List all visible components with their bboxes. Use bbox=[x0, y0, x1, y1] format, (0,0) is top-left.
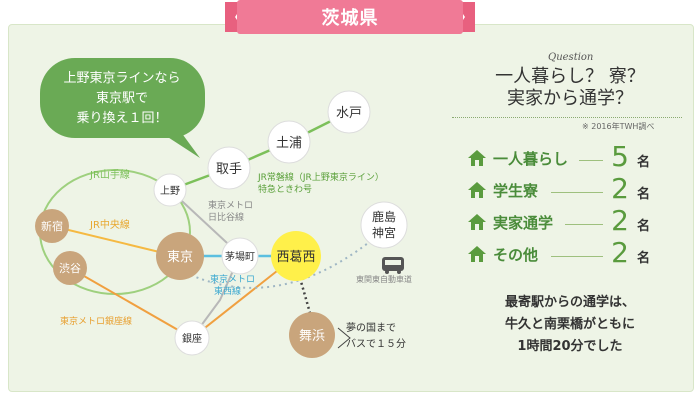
station-toride-label: 取手 bbox=[216, 162, 242, 177]
result-count: 2 bbox=[611, 236, 629, 269]
result-unit: 名 bbox=[637, 187, 651, 202]
station-mito bbox=[327, 90, 371, 134]
highway-label: 東関東自動車道 bbox=[356, 274, 412, 284]
result-row: 学生寮 2 名 bbox=[467, 172, 687, 205]
station-maihama bbox=[289, 312, 335, 358]
result-leader bbox=[551, 256, 603, 257]
result-label: 実家通学 bbox=[493, 214, 554, 232]
station-ueno bbox=[153, 173, 187, 207]
summary-line-1: 最寄駅からの通学は、 bbox=[504, 295, 635, 310]
station-nishikasai bbox=[271, 231, 321, 281]
station-kayabacho-label: 茅場町 bbox=[225, 250, 255, 263]
joban-label-1: JR常磐線（JR上野東京ライン） bbox=[257, 171, 384, 183]
summary-line-2: 牛久と南栗橋がともに bbox=[504, 317, 635, 332]
station-tsuchiura-label: 土浦 bbox=[276, 136, 302, 151]
route-map: 上野東京ラインなら 東京駅で 乗り換え１回！ 水戸 土浦 取手 上野 新宿 渋谷… bbox=[35, 58, 412, 358]
bubble-line-2: 東京駅で bbox=[96, 90, 148, 106]
result-label: その他 bbox=[493, 246, 539, 264]
bus-label-1: 夢の国まで bbox=[346, 321, 396, 334]
station-kayabacho bbox=[221, 237, 259, 275]
house-icon bbox=[468, 150, 486, 166]
summary-line-3: 1時間20分でした bbox=[517, 339, 623, 354]
station-toride bbox=[207, 146, 251, 190]
question-title-line-2: 実家から通学？ bbox=[507, 88, 633, 109]
house-icon bbox=[468, 214, 486, 230]
result-unit: 名 bbox=[637, 219, 651, 234]
result-leader bbox=[565, 224, 603, 225]
chuo-label: JR中央線 bbox=[89, 218, 130, 231]
result-count: 2 bbox=[611, 204, 629, 237]
survey-note: ※ 2016年TWH調べ bbox=[582, 122, 655, 131]
station-kashima-label-2: 神宮 bbox=[372, 225, 396, 240]
question-title: 一人暮らし？ 寮？ 実家から通学？ bbox=[470, 66, 670, 110]
question-title-line-1: 一人暮らし？ 寮？ bbox=[495, 66, 645, 87]
station-shinjuku-label: 新宿 bbox=[41, 219, 63, 233]
result-row: その他 2 名 bbox=[467, 236, 687, 269]
hibiya-line bbox=[169, 189, 242, 339]
tozai-label-1: 東京メトロ bbox=[210, 273, 255, 285]
hibiya-label-1: 東京メトロ bbox=[208, 199, 253, 211]
station-kashima-jingu bbox=[360, 201, 408, 249]
station-nishikasai-label: 西葛西 bbox=[276, 250, 315, 265]
station-ueno-label: 上野 bbox=[160, 185, 180, 197]
result-row: 実家通学 2 名 bbox=[467, 204, 687, 237]
station-shinjuku bbox=[35, 209, 69, 243]
result-unit: 名 bbox=[637, 251, 651, 266]
result-count: 5 bbox=[611, 140, 629, 173]
question-label: Question bbox=[548, 52, 594, 63]
divider bbox=[452, 117, 682, 118]
station-shibuya bbox=[53, 251, 87, 285]
prefecture-banner bbox=[225, 0, 475, 34]
station-tsuchiura bbox=[267, 120, 311, 164]
station-tokyo bbox=[156, 232, 204, 280]
station-tokyo-label: 東京 bbox=[167, 249, 193, 265]
result-count: 2 bbox=[611, 172, 629, 205]
joban-line bbox=[169, 110, 350, 192]
prefecture-title: 茨城県 bbox=[321, 8, 379, 29]
ginza-line-label: 東京メトロ銀座線 bbox=[60, 315, 132, 327]
bubble-line-1: 上野東京ラインなら bbox=[63, 70, 180, 86]
tozai-label-2: 東西線 bbox=[214, 285, 241, 297]
result-label: 学生寮 bbox=[493, 182, 539, 200]
station-ginza-label: 銀座 bbox=[182, 332, 202, 345]
yamanote-label: JR山手線 bbox=[89, 168, 130, 181]
station-shibuya-label: 渋谷 bbox=[59, 262, 81, 275]
station-mito-label: 水戸 bbox=[336, 106, 362, 121]
result-unit: 名 bbox=[637, 155, 651, 170]
commute-summary: 最寄駅からの通学は、 牛久と南栗橋がともに 1時間20分でした bbox=[455, 292, 685, 358]
bus-icon bbox=[382, 257, 404, 274]
result-leader bbox=[579, 160, 603, 161]
station-maihama-label: 舞浜 bbox=[299, 329, 325, 344]
result-label: 一人暮らし bbox=[493, 150, 569, 168]
joban-label-2: 特急ときわ号 bbox=[258, 183, 312, 195]
house-icon bbox=[468, 182, 486, 198]
callout-bubble bbox=[40, 58, 205, 158]
station-ginza bbox=[174, 320, 210, 356]
result-leader bbox=[551, 192, 603, 193]
bubble-line-3: 乗り換え１回！ bbox=[76, 111, 167, 126]
hibiya-label-2: 日比谷線 bbox=[208, 211, 244, 223]
result-row: 一人暮らし 5 名 bbox=[467, 140, 687, 173]
house-icon bbox=[468, 246, 486, 262]
bus-label-2: バスで１５分 bbox=[346, 338, 406, 350]
station-kashima-label-1: 鹿島 bbox=[372, 209, 396, 224]
